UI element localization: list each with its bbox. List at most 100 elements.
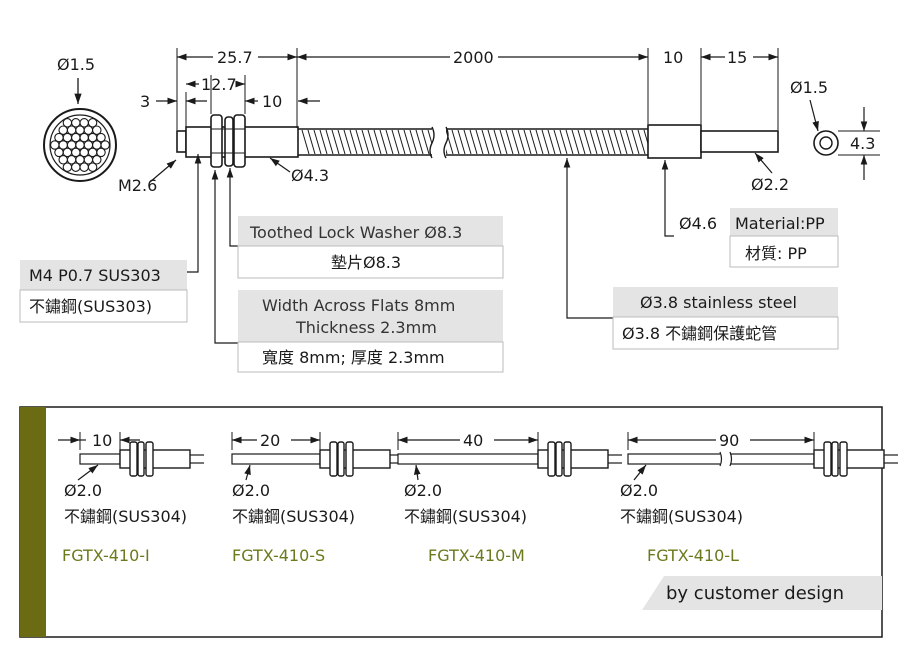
hose-stripe (343, 129, 352, 155)
fiber-strands (50, 118, 110, 172)
variant-length: 90 (719, 431, 739, 450)
variant-probe-tip (231, 453, 321, 465)
hose-stripe (547, 129, 556, 155)
variant-nut (137, 441, 145, 477)
hose-callout: Ø3.8 stainless steel Ø3.8 不鏽鋼保護蛇管 (612, 287, 839, 350)
fiber-strand (62, 162, 73, 172)
hose-stripe (451, 129, 460, 155)
core-dia-label: Ø1.5 (57, 55, 95, 74)
hose-stripe (361, 129, 370, 155)
variant-model: FGTX-410-I (62, 546, 150, 565)
variant-material: 不鏽鋼(SUS304) (404, 507, 527, 526)
variant-nut (831, 441, 839, 477)
nut-en-line1: Width Across Flats 8mm (262, 296, 455, 315)
dim-3-label: 3 (140, 92, 150, 111)
footer-note-bg (642, 576, 882, 610)
fiber-strand (96, 132, 106, 143)
variant-break (720, 452, 730, 466)
dim-15-label: 15 (727, 48, 747, 67)
dim-12-7-label: 12.7 (201, 75, 237, 94)
dia-4-3-label: Ø4.3 (291, 166, 329, 185)
dim-10-sleeve: 10 (663, 48, 683, 67)
variant-material: 不鏽鋼(SUS304) (64, 507, 187, 526)
dim-25-7: 25.7 (177, 48, 297, 67)
variant-dia: Ø2.0 (64, 481, 102, 500)
variant-nut (129, 441, 138, 477)
hose-stripe (409, 129, 418, 155)
hose-zh-label: Ø3.8 不鏽鋼保護蛇管 (622, 324, 777, 343)
fiber-strand (92, 125, 102, 135)
variant-material: 不鏽鋼(SUS304) (232, 507, 355, 526)
dimension-lines (176, 48, 779, 130)
accent-bar (20, 407, 46, 637)
variant-nut (329, 441, 338, 477)
variant-probe-tip (397, 453, 539, 465)
hose-stripe (469, 129, 478, 155)
dim-10-label: 10 (262, 92, 282, 111)
hose-stripe (625, 129, 634, 155)
hose-stripe (355, 129, 364, 155)
tip-height-label: 4.3 (850, 134, 875, 153)
variant-length: 10 (92, 431, 112, 450)
thread-zh-label: 不鏽鋼(SUS303) (29, 297, 152, 316)
hose-stripe (319, 129, 328, 155)
hose-stripe (535, 129, 544, 155)
hose-stripe (601, 129, 610, 155)
variants-panel: 10Ø2.0不鏽鋼(SUS304)FGTX-410-I20Ø2.0不鏽鋼(SUS… (19, 406, 898, 638)
tip-end-view: Ø1.5 4.3 (790, 78, 880, 180)
hose-stripe (577, 129, 586, 155)
variant-dia: Ø2.0 (404, 481, 442, 500)
hose-stripe (397, 129, 406, 155)
hose-stripe (313, 129, 322, 155)
footer-note: by customer design (666, 583, 844, 604)
hose-stripe (583, 129, 592, 155)
variant-break-mark (719, 451, 733, 467)
variant-nut (555, 441, 563, 477)
variant-nut (145, 441, 154, 477)
hose-stripe (553, 129, 562, 155)
thread-en-label: M4 P0.7 SUS303 (29, 266, 161, 285)
nut-en-line2: Thickness 2.3mm (295, 318, 437, 337)
dia-2-2-label: Ø2.2 (751, 175, 789, 194)
hose-stripe (517, 129, 526, 155)
dim-3: 3 (140, 92, 207, 111)
hose-stripe (325, 129, 334, 155)
hose-stripe (475, 129, 484, 155)
hose-stripe (367, 129, 376, 155)
fiber-strand (92, 155, 102, 165)
fiber-strand (87, 162, 98, 172)
variant-model: FGTX-410-S (232, 546, 325, 565)
variant-nut (547, 441, 556, 477)
hose-stripe (571, 129, 580, 155)
hose-stripe (523, 129, 532, 155)
hose-stripe (301, 129, 310, 155)
variant-material: 不鏽鋼(SUS304) (620, 507, 743, 526)
tip-dia-label: Ø1.5 (790, 78, 828, 97)
hose-stripe (463, 129, 472, 155)
hose-stripe (541, 129, 550, 155)
variant-nut (823, 441, 832, 477)
hose-stripe (373, 129, 382, 155)
hose-stripe (607, 129, 616, 155)
nut-callout: Width Across Flats 8mm Thickness 2.3mm 寬… (237, 290, 504, 373)
variant-probe-tip (79, 453, 121, 465)
washer-callout: Toothed Lock Washer Ø8.3 墊片Ø8.3 (237, 216, 504, 279)
hose-stripe (379, 129, 388, 155)
variant-length: 40 (463, 431, 483, 450)
dim-12-7: 12.7 (186, 75, 245, 94)
fiber-strand (79, 162, 89, 172)
variant-leader (413, 464, 421, 481)
hose-stripe (559, 129, 568, 155)
variant-nut (345, 441, 354, 477)
hose-stripe (331, 129, 340, 155)
thread-callout: M4 P0.7 SUS303 不鏽鋼(SUS303) (19, 260, 188, 323)
variant-nut (563, 441, 572, 477)
dim-10b-label: 10 (663, 48, 683, 67)
washer-zh-label: 墊片Ø8.3 (331, 253, 401, 272)
hose-stripe (391, 129, 400, 155)
hose-stripe (619, 129, 628, 155)
hose-stripe (415, 129, 424, 155)
hose-stripe (385, 129, 394, 155)
